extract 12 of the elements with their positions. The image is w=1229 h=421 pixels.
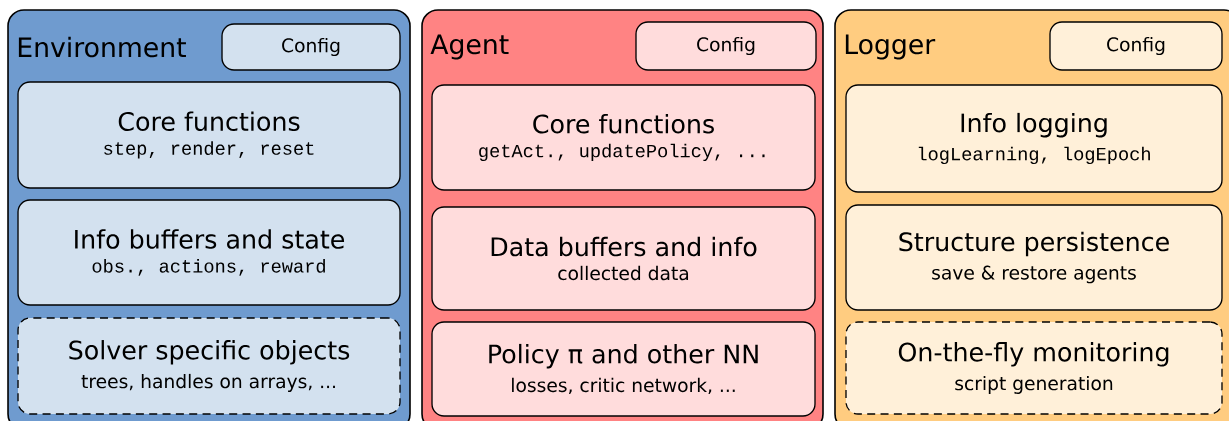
component-box: Solver specific objects trees, handles on arrays, ...: [17, 317, 401, 415]
component-box: Data buffers and info collected data: [431, 206, 816, 311]
component-box: Info buffers and state obs., actions, reward: [17, 199, 401, 306]
component-box: Info logging logLearning, logEpoch: [845, 84, 1223, 193]
config-button: Config: [221, 23, 401, 71]
component-box: On-the-fly monitoring script generation: [845, 321, 1223, 415]
config-button: Config: [635, 21, 817, 71]
config-button: Config: [1049, 21, 1223, 71]
component-box: Core functions getAct., updatePolicy, ...: [431, 84, 816, 191]
component-box: Structure persistence save & restore agents: [845, 204, 1223, 311]
component-box: Core functions step, render, reset: [17, 81, 401, 189]
component-box: Policy π and other NN losses, critic network, ...: [431, 321, 816, 417]
